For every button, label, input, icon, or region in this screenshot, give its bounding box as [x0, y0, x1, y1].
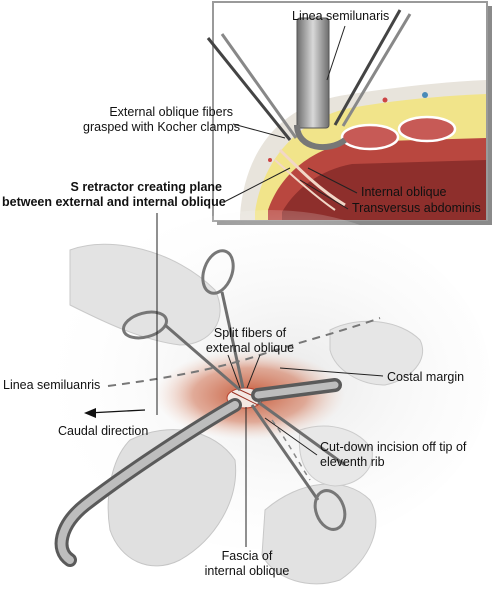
inset-shadow-bottom: [217, 221, 492, 225]
glove-lower-right: [261, 483, 377, 585]
label-fascia-internal-oblique: Fascia of internal oblique: [204, 549, 290, 578]
label-cut-down-incision: Cut-down incision off tip of eleventh ri…: [320, 440, 467, 469]
leader-lines: [156, 167, 384, 547]
label-s-retractor: S retractor creating plane between exter…: [2, 180, 226, 209]
s-retractor-icon: [294, 17, 347, 150]
label-transversus-abdominis: Transversus abdominis: [352, 201, 481, 215]
rectus-muscle-left: [340, 123, 400, 151]
label-split-fibers: Split fibers of external oblique: [205, 326, 295, 355]
label-linea-semilunaris-inset: Linea semilunaris: [292, 9, 390, 23]
label-internal-oblique: Internal oblique: [361, 185, 447, 199]
kocher-clamp-main-icon: [122, 249, 347, 531]
inset-deep-muscle: [282, 160, 486, 220]
inset-panel: [206, 1, 492, 225]
s-retractor-main-icon: [54, 378, 342, 567]
direction-arrow-icon: [84, 408, 146, 418]
label-costal-margin: Costal margin: [387, 370, 465, 384]
inset-shadow-right: [488, 6, 492, 224]
kocher-clamp-icon: [206, 9, 412, 141]
surgical-field: [50, 210, 490, 585]
label-linea-semiluanris: Linea semiluanris: [3, 378, 101, 392]
label-caudal-direction: Caudal direction: [58, 424, 149, 438]
label-external-oblique-fibers: External oblique fibers grasped with Koc…: [83, 105, 241, 134]
glove-upper-left: [69, 243, 221, 346]
rectus-muscle-right: [397, 115, 457, 143]
